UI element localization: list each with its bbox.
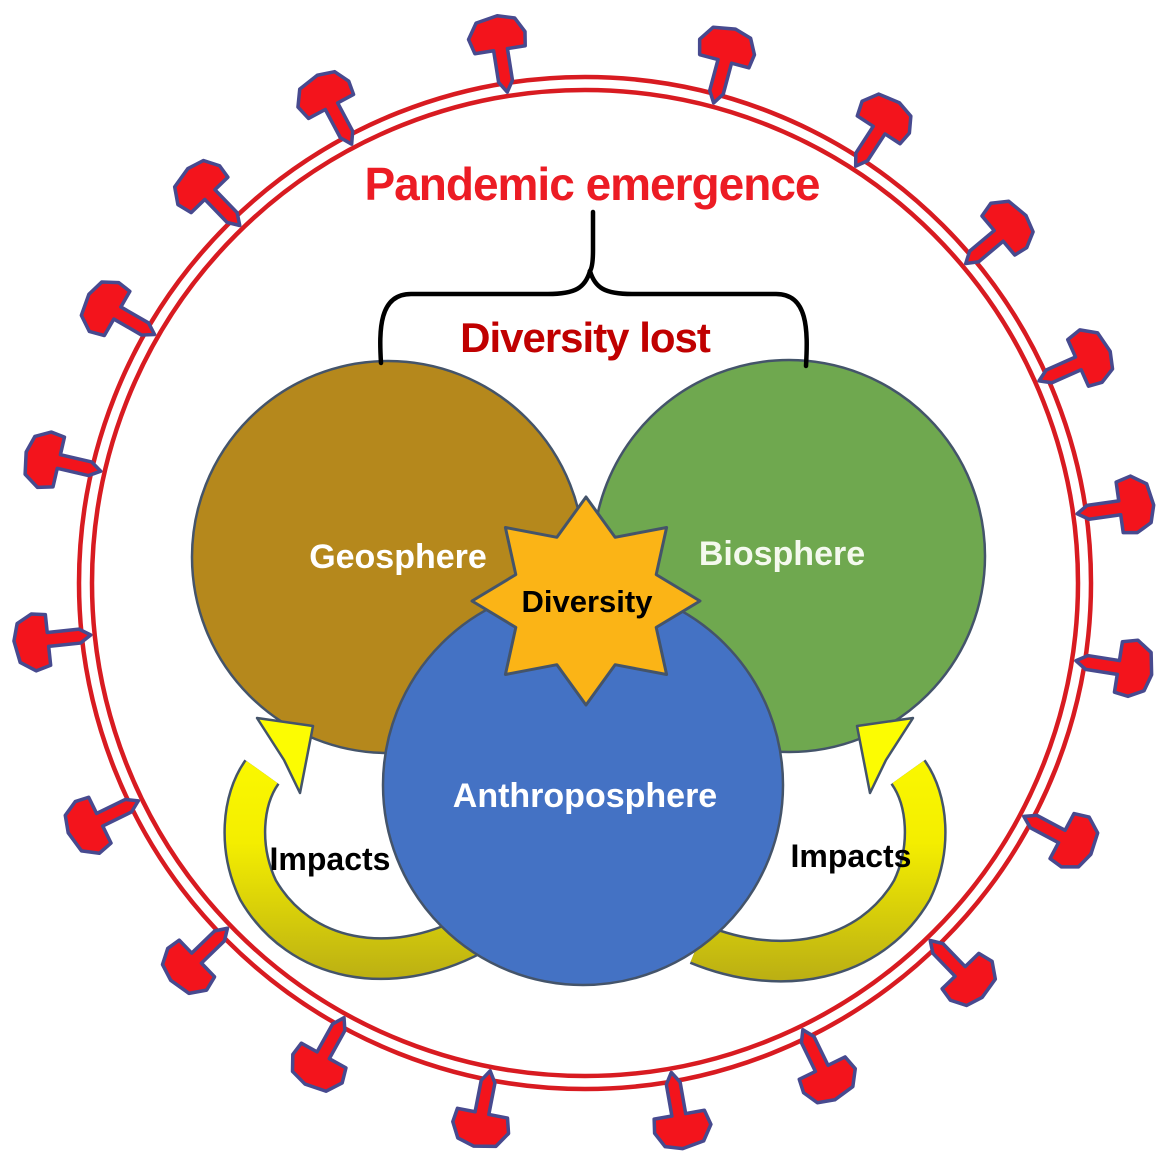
virus-spike-icon bbox=[160, 926, 230, 996]
impacts-right-label: Impacts bbox=[791, 838, 912, 874]
brace-path bbox=[378, 268, 593, 366]
virus-spike-icon bbox=[797, 1027, 858, 1105]
anthroposphere-label: Anthroposphere bbox=[453, 777, 717, 815]
virus-spike-icon bbox=[63, 795, 141, 856]
impacts-right-arrow bbox=[689, 716, 947, 983]
arrow-head bbox=[255, 716, 315, 795]
geosphere-label: Geosphere bbox=[309, 538, 487, 576]
title-pandemic-emergence: Pandemic emergence bbox=[364, 158, 819, 210]
virus-spike-icon bbox=[853, 92, 913, 168]
virus-spike-icon bbox=[296, 69, 356, 146]
virus-spike-icon bbox=[172, 158, 242, 228]
diversity-star bbox=[470, 495, 702, 707]
brace-path bbox=[587, 268, 809, 369]
virus-spike-icon bbox=[928, 938, 998, 1008]
virus-spike-icon bbox=[652, 1070, 713, 1151]
virus-spike-icon bbox=[697, 25, 757, 105]
virus-spike-icon bbox=[1075, 474, 1156, 535]
virus-envelope-rings bbox=[76, 74, 1094, 1092]
virus-spike-icon bbox=[1037, 328, 1115, 388]
biosphere-label: Biosphere bbox=[699, 535, 865, 573]
brace bbox=[378, 209, 809, 369]
impacts-left-label: Impacts bbox=[270, 841, 391, 877]
virus-spike-icon bbox=[466, 14, 527, 94]
virus-spike-icon bbox=[290, 1015, 348, 1093]
virus-spike-icon bbox=[451, 1069, 511, 1149]
virus-spike-icon bbox=[1022, 811, 1100, 869]
arrow-band bbox=[225, 760, 481, 978]
virus-spikes bbox=[12, 14, 1156, 1151]
virus-spike-icon bbox=[1074, 638, 1154, 699]
virus-spike-icon bbox=[963, 199, 1035, 266]
arrow-band bbox=[690, 760, 945, 981]
virus-spike-icon bbox=[23, 430, 103, 490]
virus-spike-icon bbox=[12, 612, 93, 673]
virus-spike-icon bbox=[79, 280, 157, 338]
diversity-star-label: Diversity bbox=[522, 584, 654, 619]
envelope-inner-ring bbox=[89, 87, 1081, 1079]
impacts-left-arrow bbox=[223, 716, 482, 981]
arrow-head bbox=[855, 716, 915, 795]
envelope-outer-ring bbox=[76, 74, 1094, 1092]
subtitle-diversity-lost: Diversity lost bbox=[460, 314, 711, 361]
brace-path bbox=[587, 209, 596, 274]
